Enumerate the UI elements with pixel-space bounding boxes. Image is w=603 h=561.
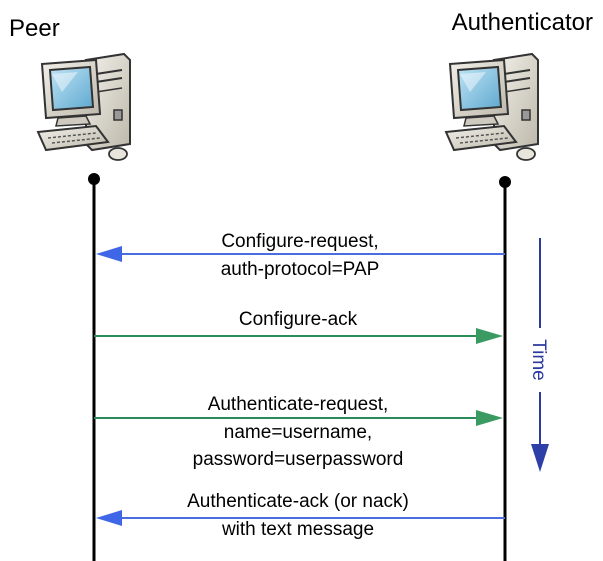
message-configure-request: Configure-request, auth-protocol=PAP xyxy=(96,231,505,280)
message-label-line: auth-protocol=PAP xyxy=(221,259,380,280)
authenticator-label: Authenticator xyxy=(452,9,593,36)
message-label-line: Configure-ack xyxy=(239,309,358,330)
message-label-line: Authenticate-request, xyxy=(208,394,389,415)
peer-computer-icon xyxy=(37,53,131,161)
message-configure-ack: Configure-ack xyxy=(94,309,503,344)
authenticator-computer-icon xyxy=(445,53,539,161)
message-label-line: Configure-request, xyxy=(221,231,378,252)
message-authenticate-ack: Authenticate-ack (or nack) with text mes… xyxy=(96,491,505,540)
time-axis: Time xyxy=(528,238,549,472)
time-arrowhead xyxy=(531,444,549,472)
message-label-line: with text message xyxy=(221,519,374,540)
message-label-line: name=username, xyxy=(224,422,372,443)
time-label: Time xyxy=(528,339,549,381)
peer-label: Peer xyxy=(9,15,60,42)
message-label-line: Authenticate-ack (or nack) xyxy=(187,491,409,512)
message-authenticate-request: Authenticate-request, name=username, pas… xyxy=(94,394,503,470)
message-label-line: password=userpassword xyxy=(193,449,404,470)
